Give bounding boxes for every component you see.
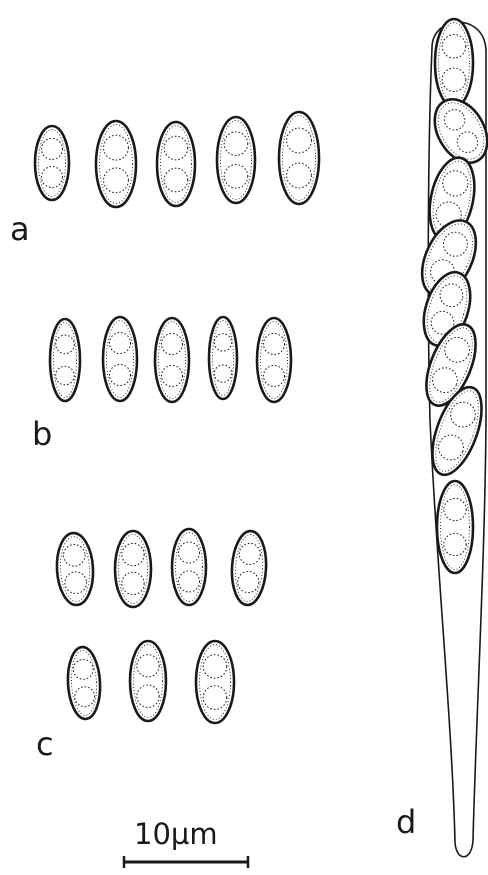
spore-c bbox=[55, 532, 95, 606]
scale-bar-label: 10µm bbox=[134, 820, 218, 849]
spore-a bbox=[157, 122, 195, 206]
spore-c bbox=[66, 646, 102, 720]
panel-label-a: a bbox=[10, 213, 30, 245]
spore-c bbox=[230, 530, 268, 606]
ascospore bbox=[435, 19, 473, 107]
spore-c bbox=[196, 641, 234, 723]
spore-b bbox=[50, 319, 80, 401]
spore-b bbox=[103, 317, 137, 401]
panel-d-ascus bbox=[411, 19, 488, 857]
panel-label-d: d bbox=[396, 806, 416, 838]
ascospore bbox=[437, 481, 473, 573]
spore-c bbox=[115, 531, 151, 607]
spore-c bbox=[130, 641, 166, 721]
spore-a bbox=[96, 121, 136, 207]
spore-c bbox=[172, 529, 206, 605]
panel-label-c: c bbox=[36, 728, 54, 760]
spore-a bbox=[279, 112, 319, 204]
spore-a bbox=[35, 126, 69, 200]
panel-b-spores bbox=[50, 317, 291, 402]
panel-a-spores bbox=[35, 112, 319, 207]
spore-b bbox=[257, 318, 291, 402]
spore-a bbox=[217, 117, 255, 203]
panel-label-b: b bbox=[32, 418, 52, 450]
scale-bar bbox=[123, 856, 249, 868]
spore-b bbox=[209, 317, 237, 399]
spore-b bbox=[155, 318, 189, 402]
panel-c-spores bbox=[55, 529, 268, 723]
